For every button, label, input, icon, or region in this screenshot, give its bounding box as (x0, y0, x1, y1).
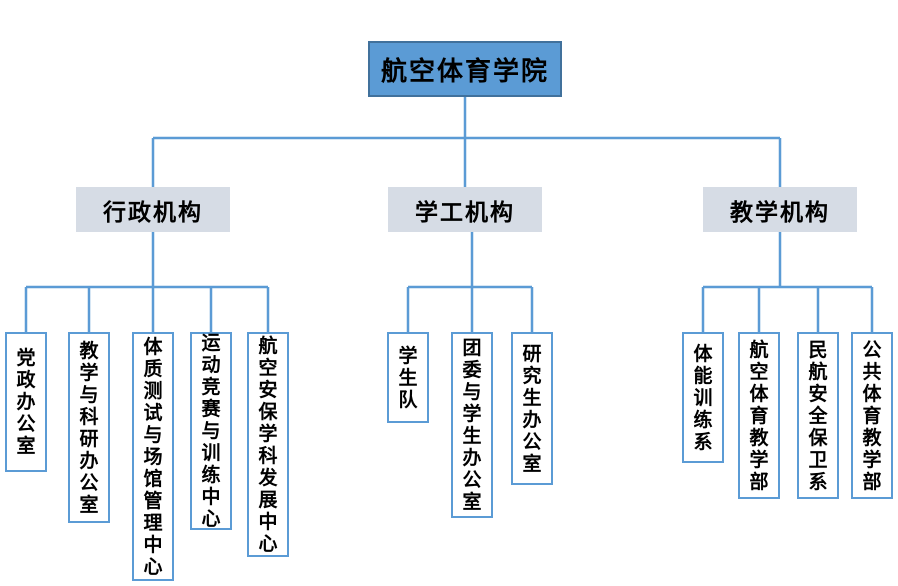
connector-admin-branch (24, 232, 270, 332)
leaf-label: 学生队 (398, 344, 418, 411)
root-box-aviation-sports-college: 航空体育学院 (368, 41, 562, 97)
connector-studentwork-branch (406, 232, 534, 332)
leaf-label: 公共体育教学部 (862, 338, 882, 493)
leaf-box-aviation-sports-teaching-dept: 航空体育教学部 (738, 332, 780, 499)
leaf-box-civil-aviation-security-dept: 民航安全保卫系 (797, 332, 839, 499)
leaf-box-teaching-research-office: 教学与科研办公室 (68, 332, 110, 523)
leaf-box-public-pe-teaching-dept: 公共体育教学部 (851, 332, 893, 499)
leaf-label: 研究生办公室 (522, 342, 542, 475)
leaf-box-student-team: 学生队 (387, 332, 429, 423)
leaf-label: 民航安全保卫系 (808, 338, 828, 493)
leaf-label: 航空安保学科发展中心 (258, 334, 278, 555)
branch-box-student-affairs: 学工机构 (388, 187, 542, 232)
leaf-box-sports-competition-training-center: 运动竞赛与训练中心 (190, 332, 232, 530)
leaf-box-graduate-student-office: 研究生办公室 (511, 332, 553, 485)
leaf-label: 团委与学生办公室 (462, 337, 482, 513)
leaf-box-physical-training-dept: 体能训练系 (682, 332, 724, 463)
leaf-label: 教学与科研办公室 (79, 339, 99, 516)
leaf-box-party-gov-office: 党政办公室 (5, 332, 47, 472)
branch-box-teaching: 教学机构 (703, 187, 857, 232)
leaf-box-fitness-testing-venue-center: 体质测试与场馆管理中心 (132, 332, 174, 581)
leaf-label: 体能训练系 (693, 342, 713, 453)
leaf-label: 党政办公室 (16, 347, 36, 457)
leaf-box-aviation-security-discipline-center: 航空安保学科发展中心 (247, 332, 289, 557)
leaf-label: 航空体育教学部 (749, 338, 769, 493)
connector-teaching-branch (701, 232, 874, 332)
leaf-label: 运动竞赛与训练中心 (201, 332, 221, 530)
branch-box-administrative: 行政机构 (76, 187, 230, 232)
leaf-label: 体质测试与场馆管理中心 (143, 335, 163, 578)
leaf-box-youth-league-student-office: 团委与学生办公室 (451, 332, 493, 518)
connector-root-to-branches (151, 97, 782, 187)
